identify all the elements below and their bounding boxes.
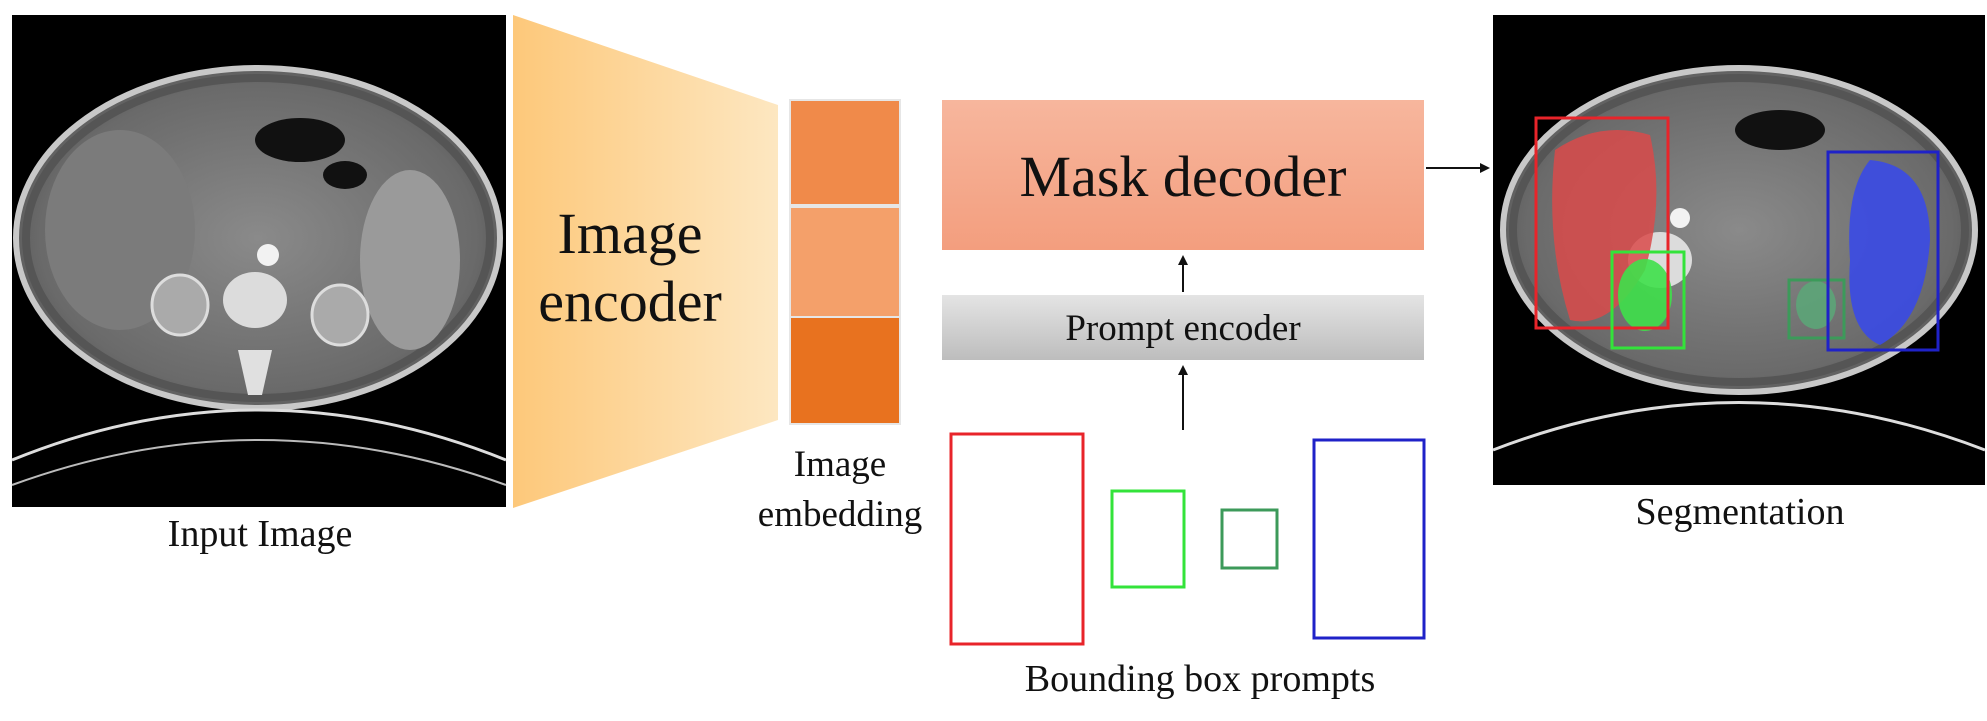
- ct-spleen: [360, 170, 460, 350]
- spleen-overlay: [1849, 160, 1930, 345]
- bounding-box-prompts-label: Bounding box prompts: [1024, 658, 1376, 700]
- mask-decoder-label: Mask decoder: [1019, 144, 1347, 209]
- mask-decoder-block: [942, 100, 1424, 250]
- segmentation-image: [1492, 15, 1986, 485]
- prompt-encoder-block: [942, 295, 1424, 360]
- image-embedding-label-line2: embedding: [757, 494, 923, 535]
- right-kidney-overlay: [1618, 259, 1672, 331]
- image-embedding-label: Image embedding: [730, 440, 950, 540]
- segmentation-label: Segmentation: [1635, 491, 1845, 533]
- ct-left-kidney: [310, 283, 370, 347]
- image-embedding-label-line1: Image: [793, 444, 887, 485]
- seg-box-red: [1534, 116, 1670, 330]
- seg-box-green: [1610, 250, 1686, 350]
- ct-vertebra: [223, 272, 287, 328]
- image-encoder-block: [513, 15, 778, 508]
- ct-right-kidney: [150, 273, 210, 337]
- embedding-cell-mid: [789, 206, 901, 318]
- prompt-encoder-label: Prompt encoder: [1065, 308, 1301, 349]
- input-ct-image: [11, 15, 507, 507]
- prompt-box-red: [949, 432, 1085, 646]
- image-encoder-label-line2: encoder: [538, 269, 722, 334]
- embedding-cell-top: [789, 99, 901, 206]
- prompt-box-blue: [1312, 438, 1426, 640]
- ct-aorta: [257, 244, 279, 266]
- ct-table-line: [11, 408, 507, 462]
- image-encoder-label-line1: Image: [557, 201, 703, 266]
- image-encoder-label: Image encoder: [520, 200, 740, 336]
- left-kidney-overlay: [1796, 281, 1836, 329]
- prompt-box-dark-green: [1220, 508, 1279, 570]
- ct-bowel-gas: [255, 118, 345, 162]
- image-embedding-stack: [789, 99, 901, 425]
- seg-box-dark-green: [1787, 278, 1846, 340]
- ct-liver: [45, 130, 195, 330]
- prompt-box-green: [1110, 489, 1186, 589]
- bounding-box-prompts: [949, 432, 1426, 646]
- embedding-cell-bottom: [789, 316, 901, 425]
- seg-box-blue: [1826, 150, 1940, 352]
- input-image-label: Input Image: [167, 513, 353, 555]
